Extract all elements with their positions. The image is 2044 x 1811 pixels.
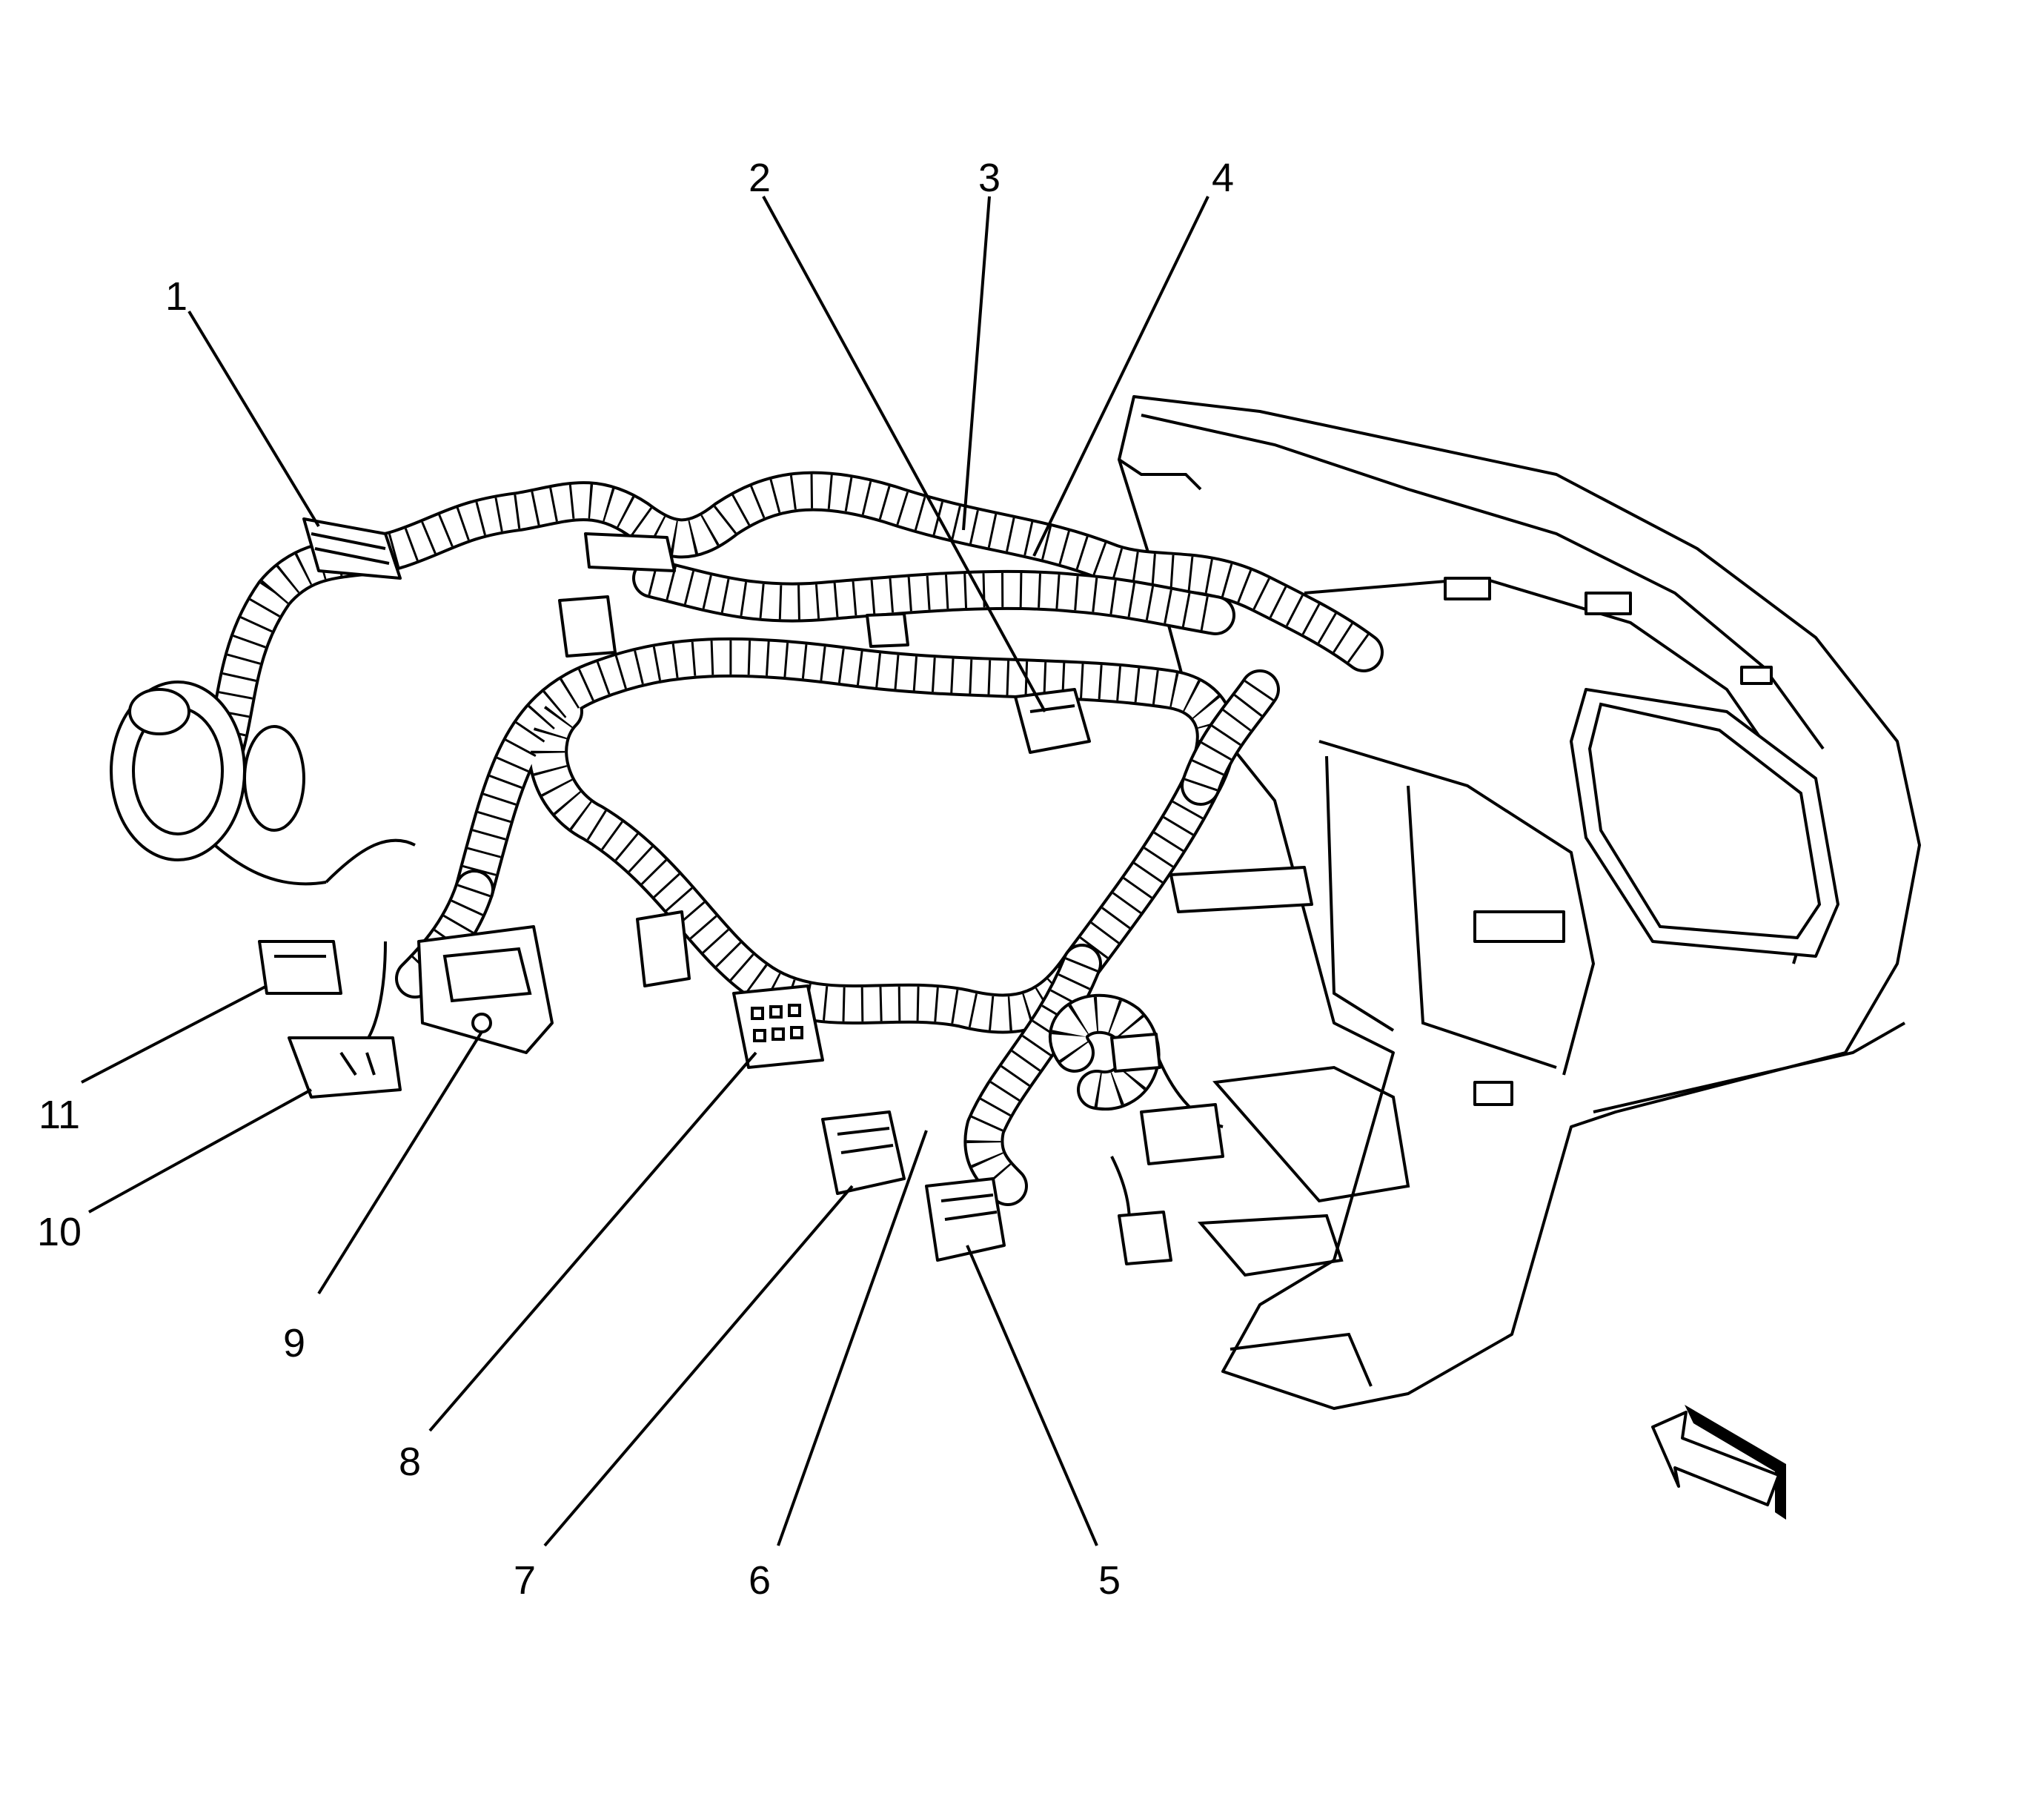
leader-line-9 [317,1030,483,1295]
view-direction-arrow-icon [1651,1405,1786,1520]
leader-line-5 [966,1245,1098,1546]
callout-1: 1 [165,274,188,319]
leader-line-7 [543,1185,854,1547]
instrument-panel-carrier [1118,395,1921,1410]
connector-near-2-top [584,532,676,572]
connector-mid [636,910,691,987]
leader-line-1 [188,310,320,528]
callout-8: 8 [399,1440,421,1484]
callout-2: 2 [749,156,771,200]
connector-1 [302,517,402,580]
bulkhead-grommet [110,681,305,861]
leader-line-11 [81,984,268,1084]
callout-3: 3 [978,156,1001,200]
connector-5 [925,1177,1006,1262]
connectors [258,517,1313,1265]
connector-2 [1014,688,1091,754]
leader-lines [81,196,1210,1547]
connector-11 [258,940,342,995]
connector-9 [417,925,554,1054]
callout-6: 6 [749,1558,771,1603]
connector-7 [821,1110,906,1195]
connector-small-top [866,612,909,648]
callout-7: 7 [514,1558,536,1603]
callout-9: 9 [283,1321,305,1365]
callout-labels: 1 2 3 4 5 6 7 8 9 10 11 [37,156,1234,1603]
leader-line-2 [762,196,1046,712]
connector-small-top-left [558,595,617,658]
leader-line-10 [88,1088,312,1214]
callout-11: 11 [39,1093,80,1137]
callout-5: 5 [1098,1558,1121,1603]
connector-10 [288,1036,402,1099]
callout-10: 10 [37,1210,82,1254]
leader-line-3 [962,196,991,531]
callout-4: 4 [1212,156,1234,200]
connector-cluster-right [1110,866,1313,1265]
leader-line-6 [777,1130,928,1546]
leader-line-4 [1032,196,1210,557]
connector-8 [732,984,824,1069]
leader-line-8 [428,1051,757,1432]
